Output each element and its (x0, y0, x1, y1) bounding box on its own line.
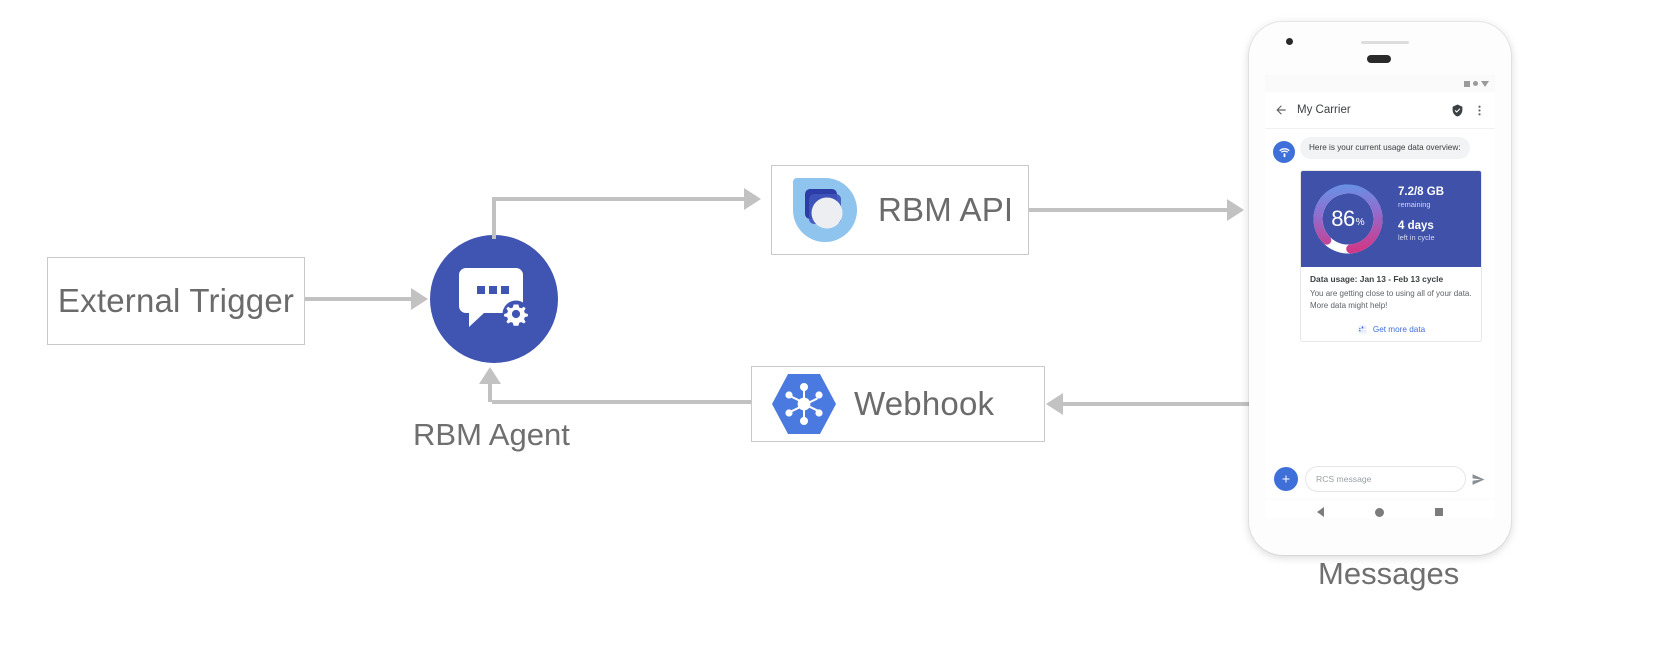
rbm-droplet-icon (793, 178, 857, 242)
nav-recents-square-icon[interactable] (1435, 508, 1444, 516)
carrier-wifi-avatar-icon (1273, 141, 1295, 163)
app-bar: My Carrier (1265, 92, 1495, 129)
connector-messages-to-webhook (1063, 402, 1249, 406)
rcs-message-placeholder: RCS message (1316, 474, 1372, 484)
nav-back-triangle-icon[interactable] (1316, 507, 1324, 517)
overflow-menu-icon[interactable] (1473, 104, 1486, 117)
rich-card-hero: 86 % 7.2/8 GB remaining 4 days left in c… (1301, 171, 1481, 267)
globe-icon (1357, 325, 1367, 335)
incoming-message-bubble: Here is your current usage data overview… (1300, 137, 1470, 159)
connector-webhook-to-agent (492, 400, 751, 404)
arrowhead-agent-to-api (744, 188, 761, 210)
add-attachment-button[interactable] (1274, 467, 1298, 491)
chat-gear-icon (459, 268, 530, 328)
back-arrow-icon[interactable] (1274, 103, 1288, 117)
message-composer: RCS message (1265, 459, 1495, 499)
arrowhead-webhook-to-agent (479, 367, 501, 384)
external-trigger-label: External Trigger (57, 282, 295, 319)
rbm-agent-caption: RBM Agent (413, 417, 570, 452)
rich-card[interactable]: 86 % 7.2/8 GB remaining 4 days left in c… (1300, 170, 1482, 343)
device-phone: My Carrier (1249, 22, 1511, 555)
node-rbm-api[interactable]: RBM API (771, 165, 1029, 255)
earpiece-speaker (1367, 55, 1391, 63)
node-webhook[interactable]: Webhook (751, 366, 1045, 442)
earpiece-slot (1361, 41, 1409, 44)
rbm-api-label: RBM API (878, 191, 1014, 228)
arrowhead-api-to-messages (1227, 199, 1244, 221)
wifi-dot-icon (1473, 81, 1478, 86)
connector-agent-return-up (488, 382, 492, 402)
get-more-data-label: Get more data (1372, 325, 1426, 335)
connector-trigger-to-agent (305, 297, 413, 301)
gauge-unit: % (1355, 217, 1365, 228)
stat-data-remaining-label: remaining (1398, 199, 1431, 209)
node-rbm-agent[interactable] (430, 235, 558, 363)
stat-days-left-value: 4 days (1398, 220, 1434, 232)
messages-caption: Messages (1318, 556, 1460, 591)
webhook-label: Webhook (854, 385, 995, 422)
connector-agent-to-api (492, 197, 744, 201)
connector-agent-up (492, 197, 496, 239)
phone-screen: My Carrier (1265, 75, 1495, 518)
get-more-data-button[interactable]: Get more data (1301, 316, 1481, 341)
app-bar-title: My Carrier (1297, 104, 1351, 116)
arrowhead-trigger-to-agent (411, 288, 428, 310)
webhook-hexagon-icon (772, 374, 836, 434)
hero-stats: 7.2/8 GB remaining 4 days left in cycle (1398, 185, 1444, 252)
rich-card-description: You are getting close to using all of yo… (1310, 289, 1472, 310)
incoming-message-row: Here is your current usage data overview… (1273, 137, 1487, 163)
gauge-value: 86 (1331, 206, 1355, 231)
signal-icon (1464, 80, 1470, 87)
nav-home-circle-icon[interactable] (1374, 507, 1384, 517)
stat-data-remaining-value: 7.2/8 GB (1398, 186, 1445, 199)
gauge-value-group: 86 % (1312, 183, 1384, 255)
front-camera-icon (1286, 38, 1293, 45)
status-bar (1265, 75, 1495, 92)
battery-icon (1481, 80, 1489, 87)
send-icon[interactable] (1471, 472, 1486, 487)
conversation-area: Here is your current usage data overview… (1265, 129, 1495, 459)
rich-card-title: Data usage: Jan 13 - Feb 13 cycle (1310, 274, 1444, 284)
node-external-trigger[interactable]: External Trigger (47, 257, 305, 345)
arrowhead-messages-to-webhook (1046, 393, 1063, 415)
rcs-message-input[interactable]: RCS message (1305, 466, 1466, 492)
verified-shield-icon[interactable] (1451, 104, 1464, 117)
data-usage-gauge: 86 % (1312, 183, 1384, 255)
rich-card-body: Data usage: Jan 13 - Feb 13 cycle You ar… (1301, 267, 1481, 316)
stat-days-left-label: left in cycle (1398, 233, 1435, 243)
connector-api-to-messages (1029, 208, 1229, 212)
android-nav-bar (1265, 499, 1495, 518)
